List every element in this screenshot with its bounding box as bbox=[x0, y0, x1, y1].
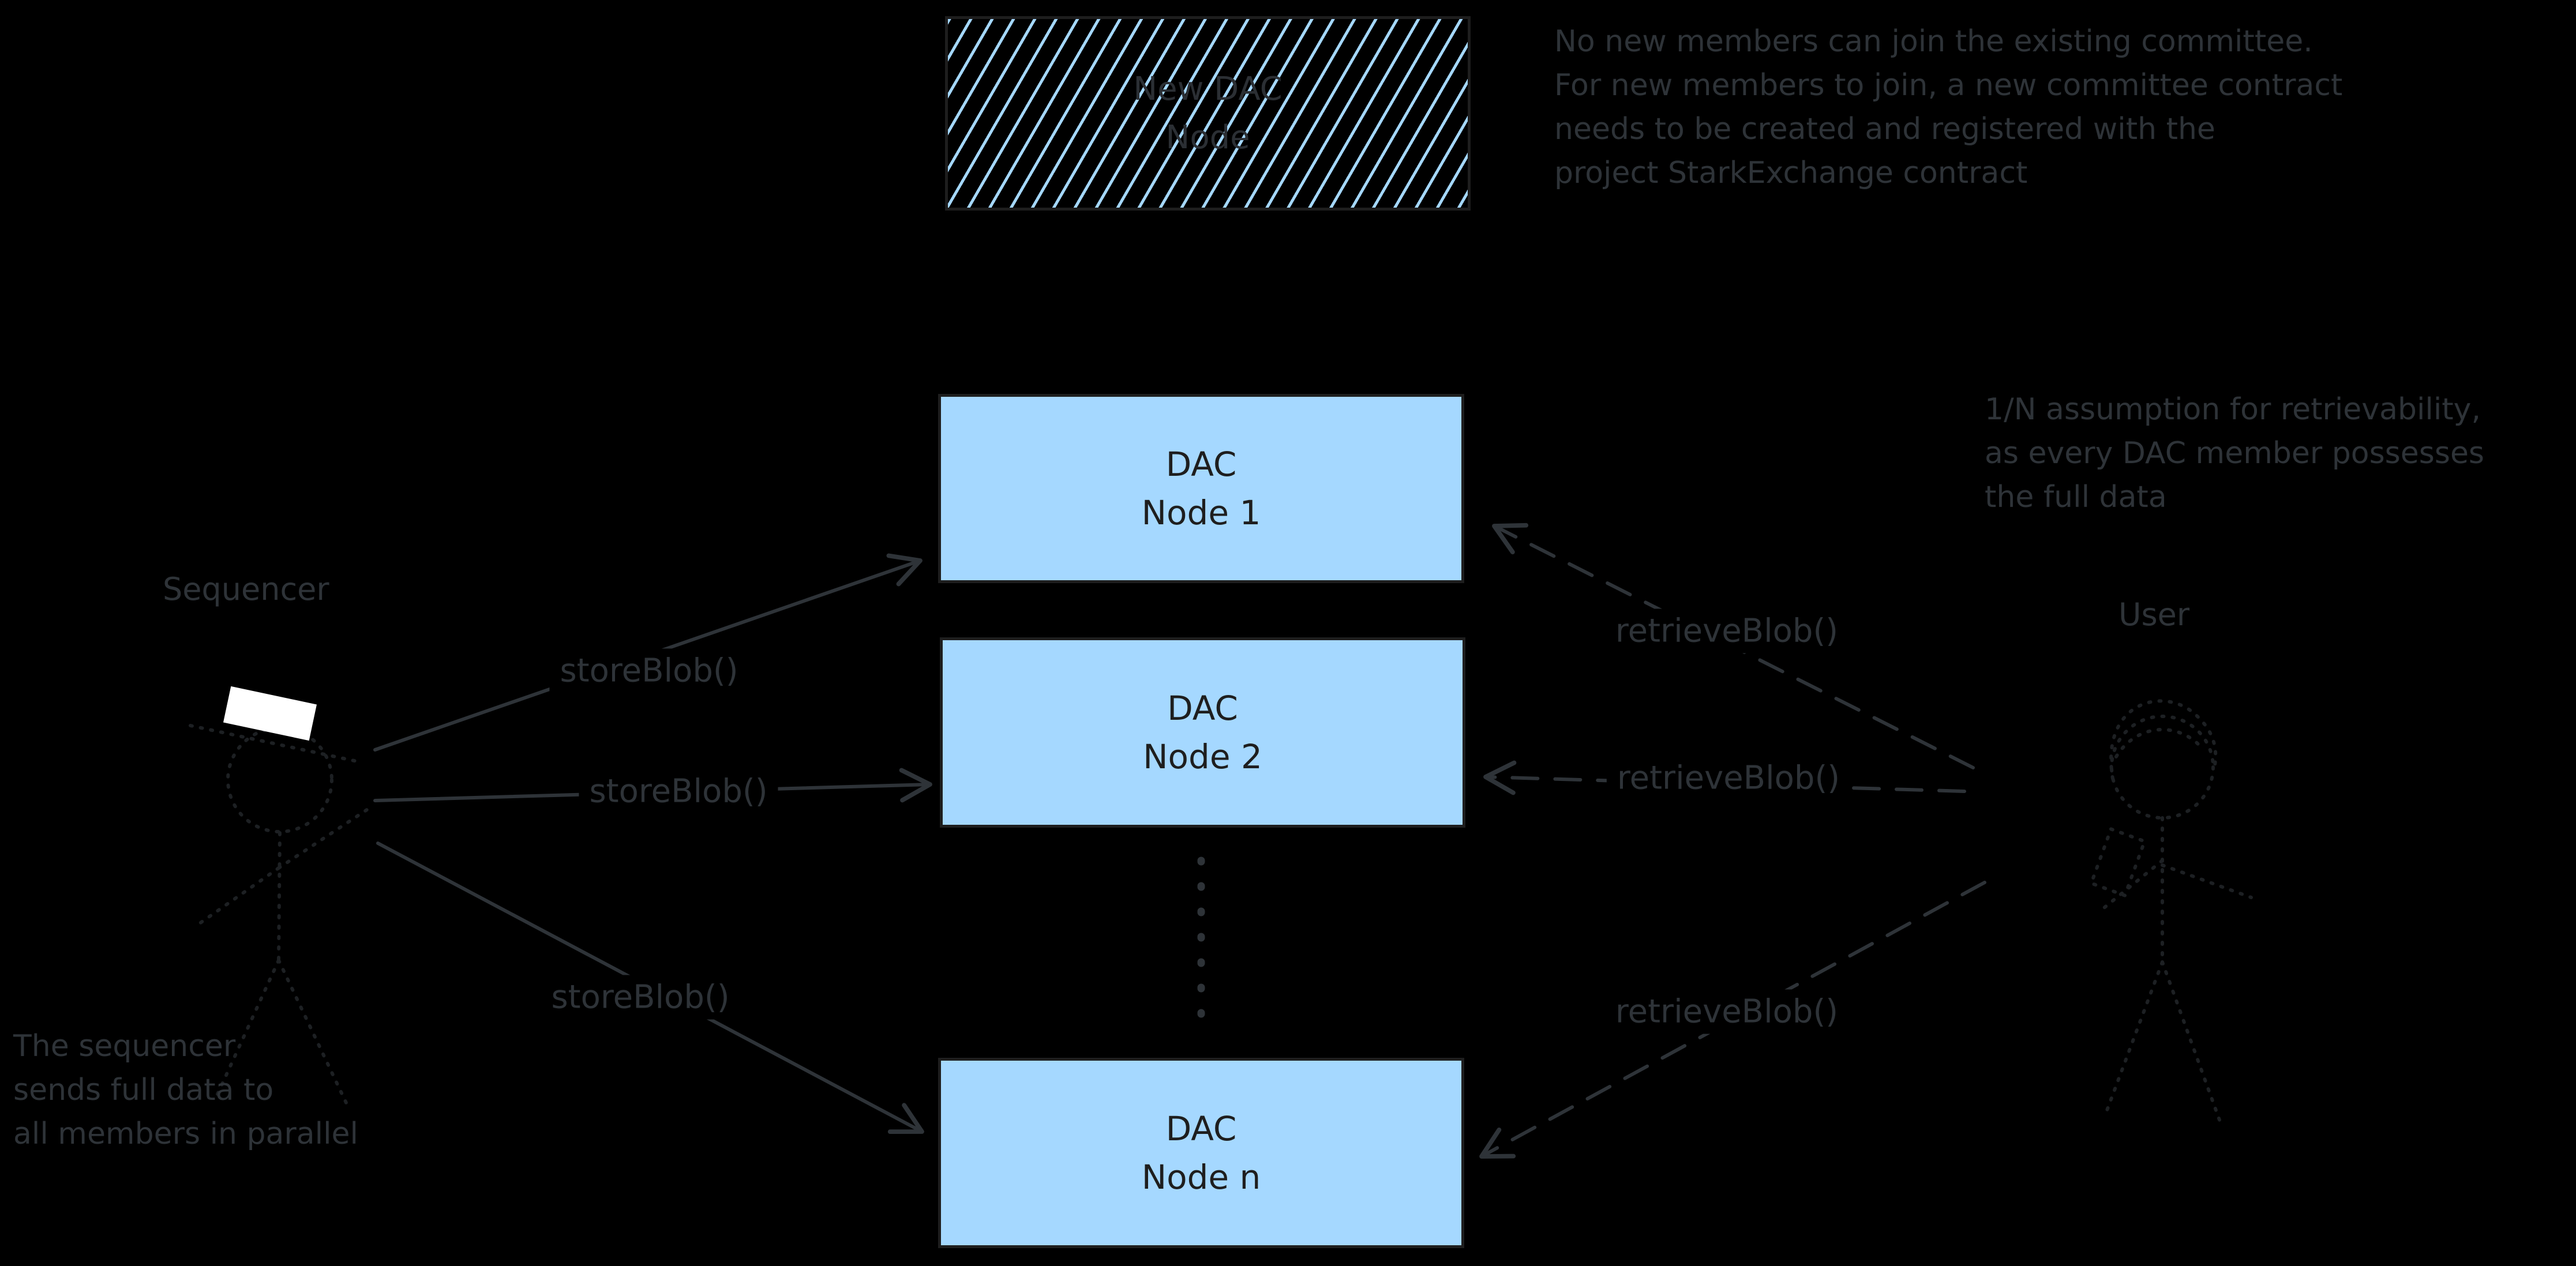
note-line: For new members to join, a new committee… bbox=[1554, 68, 2343, 103]
user-figure bbox=[2088, 699, 2253, 1126]
retrieve-blob-label-2: retrieveBlob() bbox=[1606, 756, 1851, 801]
note-retrievability-assumption: 1/N assumption for retrievability, as ev… bbox=[1985, 388, 2484, 519]
user-leg-right bbox=[2161, 960, 2223, 1126]
note-line: sends full data to bbox=[13, 1073, 274, 1107]
retrieve-blob-label-1: retrieveBlob() bbox=[1604, 608, 1849, 653]
sequencer-hat-brim bbox=[189, 724, 364, 764]
note-line: needs to be created and registered with … bbox=[1554, 112, 2215, 146]
dac-node-2-line1: DAC bbox=[1167, 689, 1238, 728]
user-head bbox=[2110, 715, 2215, 820]
user-hair bbox=[2109, 699, 2218, 780]
retrieve-blob-label-3: retrieveBlob() bbox=[1604, 989, 1849, 1034]
sequencer-arm-right bbox=[277, 803, 376, 870]
user-label: User bbox=[2118, 596, 2190, 633]
dac-node-n-box: DAC Node n bbox=[938, 1058, 1464, 1248]
sequencer-figure bbox=[189, 724, 376, 1105]
dac-node-1-line1: DAC bbox=[1165, 445, 1237, 484]
note-sequencer-broadcast: The sequencer sends full data to all mem… bbox=[13, 1024, 358, 1156]
sequencer-hat bbox=[223, 686, 317, 741]
user-hair-fringe bbox=[2114, 728, 2202, 758]
dac-node-1-line2: Node 1 bbox=[1141, 493, 1261, 532]
retrieve-blob-arrow-noden bbox=[1479, 881, 1986, 1159]
dac-node-1-box: DAC Node 1 bbox=[938, 394, 1464, 583]
dac-node-n-line1: DAC bbox=[1165, 1109, 1237, 1148]
sequencer-head bbox=[226, 726, 333, 833]
note-line: 1/N assumption for retrievability, bbox=[1985, 392, 2481, 427]
store-blob-label-2: storeBlob() bbox=[579, 769, 778, 814]
sequencer-body bbox=[277, 831, 282, 962]
user-phone bbox=[2088, 827, 2147, 898]
note-line: project StarkExchange contract bbox=[1554, 156, 2028, 190]
user-arm-right bbox=[2161, 863, 2253, 899]
user-arm-left bbox=[2099, 859, 2164, 912]
store-blob-label-1: storeBlob() bbox=[549, 648, 749, 693]
new-dac-node-label-line2: Node bbox=[1165, 118, 1250, 156]
note-line: all members in parallel bbox=[13, 1117, 358, 1151]
new-dac-node-box: New DAC Node bbox=[945, 16, 1471, 211]
dac-node-2-box: DAC Node 2 bbox=[940, 637, 1465, 828]
store-blob-label-3: storeBlob() bbox=[541, 975, 740, 1020]
dac-node-n-line2: Node n bbox=[1141, 1158, 1261, 1197]
dac-node-2-line2: Node 2 bbox=[1143, 737, 1262, 776]
note-line: the full data bbox=[1985, 480, 2167, 514]
user-leg-left bbox=[2105, 960, 2164, 1112]
note-line: No new members can join the existing com… bbox=[1554, 24, 2313, 59]
sequencer-label: Sequencer bbox=[163, 571, 329, 607]
sequencer-arm-left bbox=[192, 866, 280, 929]
note-committee-membership: No new members can join the existing com… bbox=[1554, 20, 2342, 195]
note-line: as every DAC member possesses bbox=[1985, 436, 2485, 471]
note-line: The sequencer bbox=[13, 1029, 236, 1064]
new-dac-node-label-line1: New DAC bbox=[1133, 70, 1283, 108]
